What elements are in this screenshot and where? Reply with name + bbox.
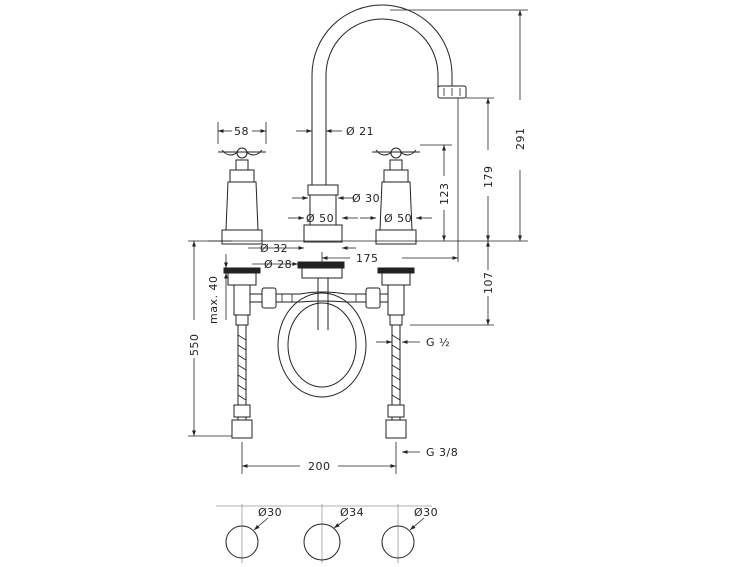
hole-center-label: Ø34: [340, 506, 364, 519]
spout: [311, 4, 467, 185]
dim-spout-diameter: Ø 21: [346, 125, 374, 138]
right-valve: [372, 147, 420, 439]
dim-collar-diameter: Ø 30: [352, 192, 380, 205]
hole-center: [303, 523, 341, 561]
hole-left: [225, 525, 259, 559]
dim-hole-spacing: 200: [308, 460, 331, 473]
dim-body-diameter-left: Ø 50: [306, 212, 334, 225]
hole-layout: Ø30 Ø34 Ø30: [216, 504, 438, 563]
dim-depth-below: 107: [482, 272, 495, 295]
dim-spout-height: 291: [514, 128, 527, 151]
dim-hole-diameter-32: Ø 32: [260, 242, 288, 255]
left-valve: [218, 147, 266, 439]
dim-handle-height: 123: [438, 183, 451, 206]
dim-body-diameter-right: Ø 50: [384, 212, 412, 225]
dim-max-thickness: max. 40: [207, 276, 220, 324]
dimension-labels: 58 Ø 21 Ø 30 Ø 50 Ø 50 Ø 32 Ø 28 175 max…: [188, 125, 527, 473]
dim-spout-reach: 175: [356, 252, 379, 265]
dim-connection-half: G ½: [426, 336, 450, 349]
hole-right: [381, 525, 415, 559]
dim-connection-three-eighths: G 3/8: [426, 446, 458, 459]
dim-total-depth: 550: [188, 334, 201, 357]
center-body: [297, 184, 345, 330]
dim-hole-diameter-28: Ø 28: [264, 258, 292, 271]
hole-left-label: Ø30: [258, 506, 282, 519]
hole-right-label: Ø30: [414, 506, 438, 519]
dimension-lines: [188, 9, 528, 474]
dim-handle-width: 58: [234, 125, 249, 138]
dim-outlet-height: 179: [482, 166, 495, 189]
hose-loop: [250, 287, 388, 398]
